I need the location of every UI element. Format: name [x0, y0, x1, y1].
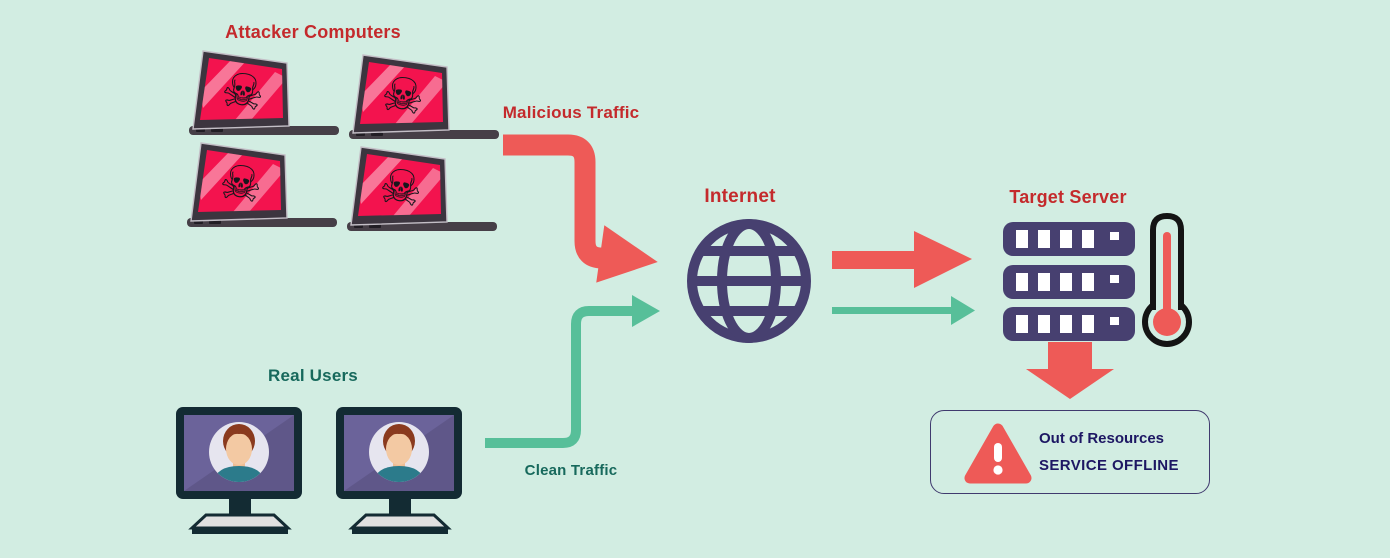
- target-server-icon: [1003, 222, 1135, 341]
- attacker-laptop-2: [335, 52, 503, 147]
- warning-triangle-icon: [964, 423, 1032, 484]
- attacker-laptop-4: [333, 144, 501, 239]
- clean-traffic-arrow: [485, 295, 660, 448]
- real-user-monitor-1: [176, 407, 306, 537]
- out-of-resources-text: Out of Resources: [1039, 430, 1165, 447]
- real-users-label: Real Users: [268, 366, 358, 385]
- clean-traffic-label: Clean Traffic: [524, 462, 618, 479]
- internet-globe-icon: [687, 219, 811, 343]
- red-attack-arrow: [832, 231, 972, 288]
- real-user-monitor-2: [336, 407, 466, 537]
- malicious-traffic-label: Malicious Traffic: [502, 103, 640, 122]
- target-server-label: Target Server: [1009, 187, 1127, 207]
- service-offline-text: SERVICE OFFLINE: [1039, 457, 1179, 474]
- thermometer-icon: [1142, 212, 1192, 347]
- attacker-laptop-3: [173, 140, 341, 235]
- attacker-computers-label: Attacker Computers: [225, 22, 401, 42]
- internet-label: Internet: [704, 186, 776, 207]
- status-box: Out of Resources SERVICE OFFLINE: [930, 410, 1210, 494]
- attacker-laptop-1: [175, 48, 343, 143]
- overload-down-arrow: [1026, 342, 1114, 399]
- malicious-traffic-arrow: [503, 134, 658, 283]
- green-clean-arrow: [832, 296, 975, 325]
